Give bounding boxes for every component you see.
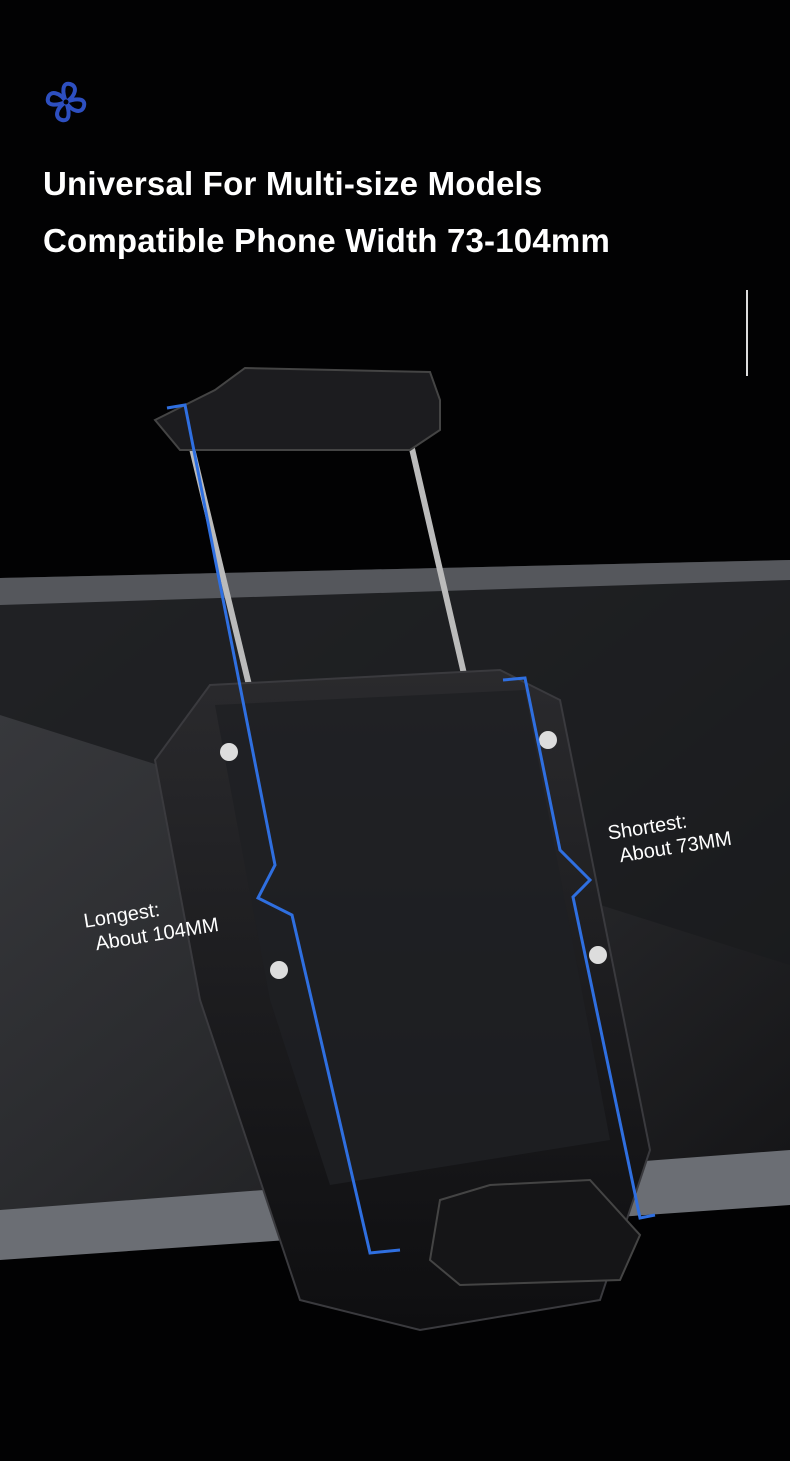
divider [746,290,748,376]
title-line-2: Compatible Phone Width 73-104mm [43,222,610,259]
fan-icon [45,81,87,123]
title-line-1: Universal For Multi-size Models [43,165,543,202]
